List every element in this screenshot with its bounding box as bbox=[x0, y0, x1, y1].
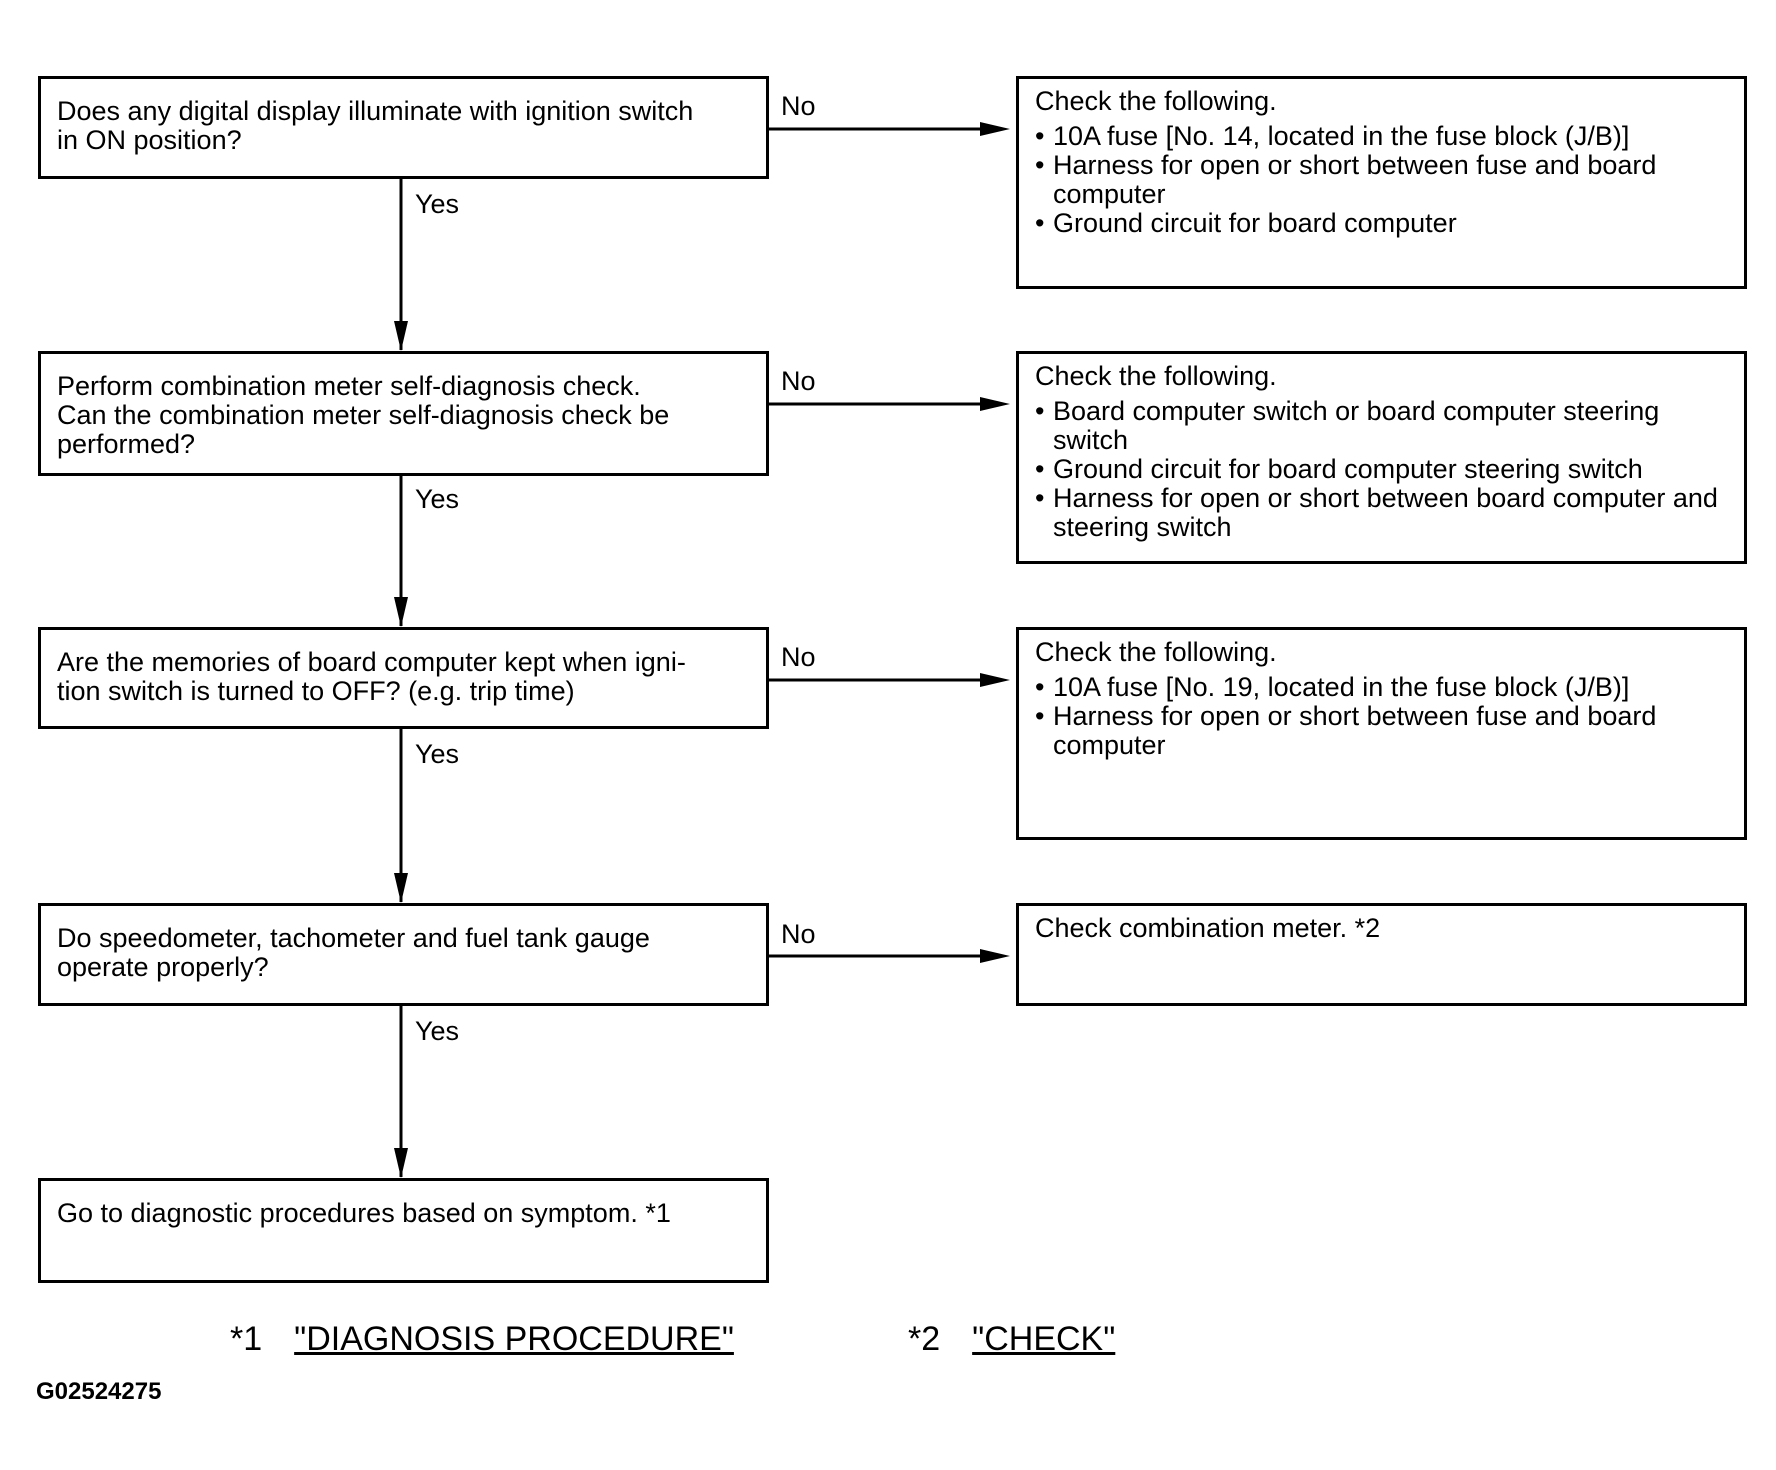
action-box-4: Check combination meter. *2 bbox=[1016, 903, 1747, 1006]
yes-label-2: Yes bbox=[415, 484, 460, 514]
question-box-3: Are the memories of board computer kept … bbox=[38, 627, 769, 729]
action-item: Harness for open or short between board … bbox=[1035, 484, 1734, 542]
action-item: Board computer switch or board computer … bbox=[1035, 397, 1734, 455]
action-item: 10A fuse [No. 14, located in the fuse bl… bbox=[1035, 122, 1734, 152]
action-item: Harness for open or short between fuse a… bbox=[1035, 702, 1734, 760]
no-label-2: No bbox=[781, 366, 816, 396]
yes-arrowhead-1 bbox=[394, 321, 408, 351]
question-box-2: Perform combination meter self-diagnosis… bbox=[38, 351, 769, 476]
footnote-2: *2 "CHECK" bbox=[908, 1320, 1115, 1358]
question-box-4: Do speedometer, tachometer and fuel tank… bbox=[38, 903, 769, 1006]
yes-arrowhead-4 bbox=[394, 1148, 408, 1178]
final-box: Go to diagnostic procedures based on sym… bbox=[38, 1178, 769, 1283]
diagnosis-procedure-link[interactable]: "DIAGNOSIS PROCEDURE" bbox=[294, 1320, 734, 1358]
action-box-2: Check the following. Board computer swit… bbox=[1016, 351, 1747, 564]
action-title-1: Check the following. bbox=[1035, 86, 1277, 116]
question-text-4: Do speedometer, tachometer and fuel tank… bbox=[57, 923, 650, 982]
action-title-4: Check combination meter. *2 bbox=[1035, 913, 1381, 943]
question-box-1: Does any digital display illuminate with… bbox=[38, 76, 769, 179]
no-label-4: No bbox=[781, 919, 816, 949]
action-list-1: 10A fuse [No. 14, located in the fuse bl… bbox=[1035, 122, 1734, 239]
no-arrowhead-1 bbox=[980, 122, 1010, 136]
action-list-2: Board computer switch or board computer … bbox=[1035, 397, 1734, 542]
no-arrowhead-2 bbox=[980, 397, 1010, 411]
yes-label-1: Yes bbox=[415, 189, 460, 219]
action-title-2: Check the following. bbox=[1035, 361, 1277, 391]
yes-arrowhead-2 bbox=[394, 597, 408, 627]
action-item: Harness for open or short between fuse a… bbox=[1035, 151, 1734, 209]
no-arrowhead-3 bbox=[980, 673, 1010, 687]
yes-label-3: Yes bbox=[415, 739, 460, 769]
figure-id: G02524275 bbox=[36, 1378, 162, 1405]
action-list-3: 10A fuse [No. 19, located in the fuse bl… bbox=[1035, 673, 1734, 760]
action-box-3: Check the following. 10A fuse [No. 19, l… bbox=[1016, 627, 1747, 840]
footnote-marker-2: *2 bbox=[908, 1320, 941, 1358]
action-item: Ground circuit for board computer steeri… bbox=[1035, 455, 1734, 485]
action-title-3: Check the following. bbox=[1035, 637, 1277, 667]
no-arrowhead-4 bbox=[980, 949, 1010, 963]
final-text: Go to diagnostic procedures based on sym… bbox=[57, 1198, 671, 1228]
action-item: Ground circuit for board computer bbox=[1035, 209, 1734, 239]
no-label-3: No bbox=[781, 642, 816, 672]
action-item: 10A fuse [No. 19, located in the fuse bl… bbox=[1035, 673, 1734, 703]
footnote-1: *1 "DIAGNOSIS PROCEDURE" bbox=[230, 1320, 734, 1358]
yes-label-4: Yes bbox=[415, 1016, 460, 1046]
no-label-1: No bbox=[781, 91, 816, 121]
question-text-1: Does any digital display illuminate with… bbox=[57, 96, 694, 155]
check-link[interactable]: "CHECK" bbox=[972, 1320, 1116, 1358]
question-text-3: Are the memories of board computer kept … bbox=[57, 647, 686, 706]
action-box-1: Check the following. 10A fuse [No. 14, l… bbox=[1016, 76, 1747, 289]
footnote-marker-1: *1 bbox=[230, 1320, 263, 1358]
question-text-2: Perform combination meter self-diagnosis… bbox=[57, 371, 670, 459]
yes-arrowhead-3 bbox=[394, 873, 408, 903]
